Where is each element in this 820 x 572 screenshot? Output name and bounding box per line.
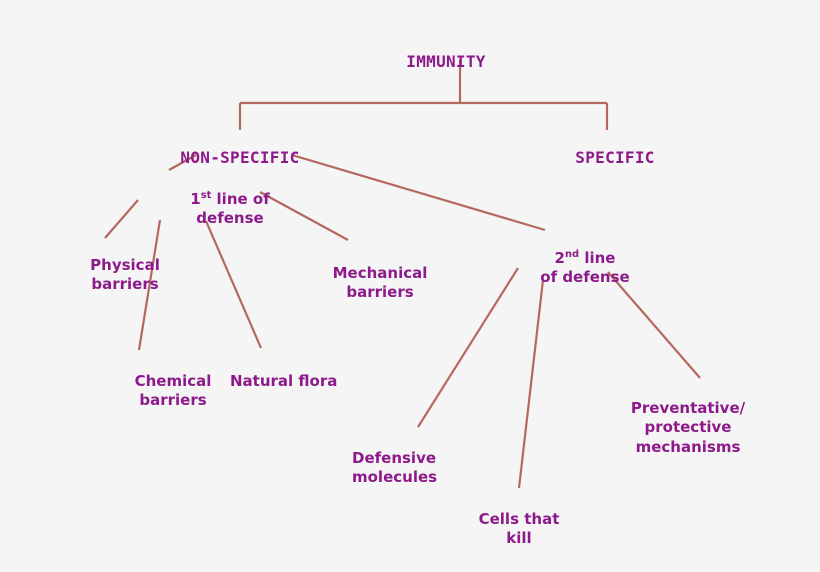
node-natural-flora: Natural flora — [230, 353, 370, 391]
node-first-line-rest: line of defense — [196, 190, 270, 228]
node-immunity: IMMUNITY — [366, 32, 526, 73]
connector-nonspecific-to-first — [168, 154, 197, 171]
node-physical-barriers-label: Physical barriers — [90, 256, 160, 294]
connector-second-to-cells — [517, 279, 545, 489]
connector-second-to-preventative — [607, 271, 701, 379]
node-non-specific: NON-SPECIFIC — [150, 128, 330, 169]
node-non-specific-label: NON-SPECIFIC — [180, 148, 300, 168]
node-first-line-ordinal: st — [200, 190, 212, 202]
node-cells-that-kill: Cells that kill — [464, 491, 574, 549]
connector-nonspecific-to-second — [291, 153, 546, 232]
node-second-line-number: 2 — [554, 249, 565, 268]
node-mechanical-barriers: Mechanical barriers — [305, 245, 455, 303]
node-natural-flora-label: Natural flora — [230, 372, 338, 391]
node-first-line-number: 1 — [190, 190, 201, 209]
connector-first-to-physical — [104, 199, 139, 239]
node-chemical-barriers: Chemical barriers — [98, 353, 248, 411]
connector-first-to-flora — [204, 220, 263, 349]
node-second-line-rest: line of defense — [540, 249, 630, 287]
connector-second-to-defensive — [417, 267, 519, 428]
node-physical-barriers: Physical barriers — [50, 237, 200, 295]
node-second-line-of-defense: 2nd line of defense — [520, 230, 650, 288]
node-mechanical-barriers-label: Mechanical barriers — [332, 264, 428, 302]
node-preventative-mechanisms-label: Preventative/ protective mechanisms — [630, 399, 746, 456]
node-specific-label: SPECIFIC — [575, 148, 655, 168]
node-cells-that-kill-label: Cells that kill — [478, 510, 560, 548]
node-immunity-label: IMMUNITY — [406, 52, 486, 72]
node-chemical-barriers-label: Chemical barriers — [134, 372, 212, 410]
connector-first-to-chemical — [137, 219, 162, 351]
connector-first-to-mechanical — [259, 191, 349, 241]
node-first-line-of-defense: 1st line of defense — [140, 171, 320, 229]
node-preventative-mechanisms: Preventative/ protective mechanisms — [608, 380, 768, 457]
node-defensive-molecules: Defensive molecules — [352, 430, 502, 488]
node-defensive-molecules-label: Defensive molecules — [352, 449, 438, 487]
node-specific: SPECIFIC — [540, 128, 690, 169]
node-second-line-ordinal: nd — [564, 249, 580, 261]
